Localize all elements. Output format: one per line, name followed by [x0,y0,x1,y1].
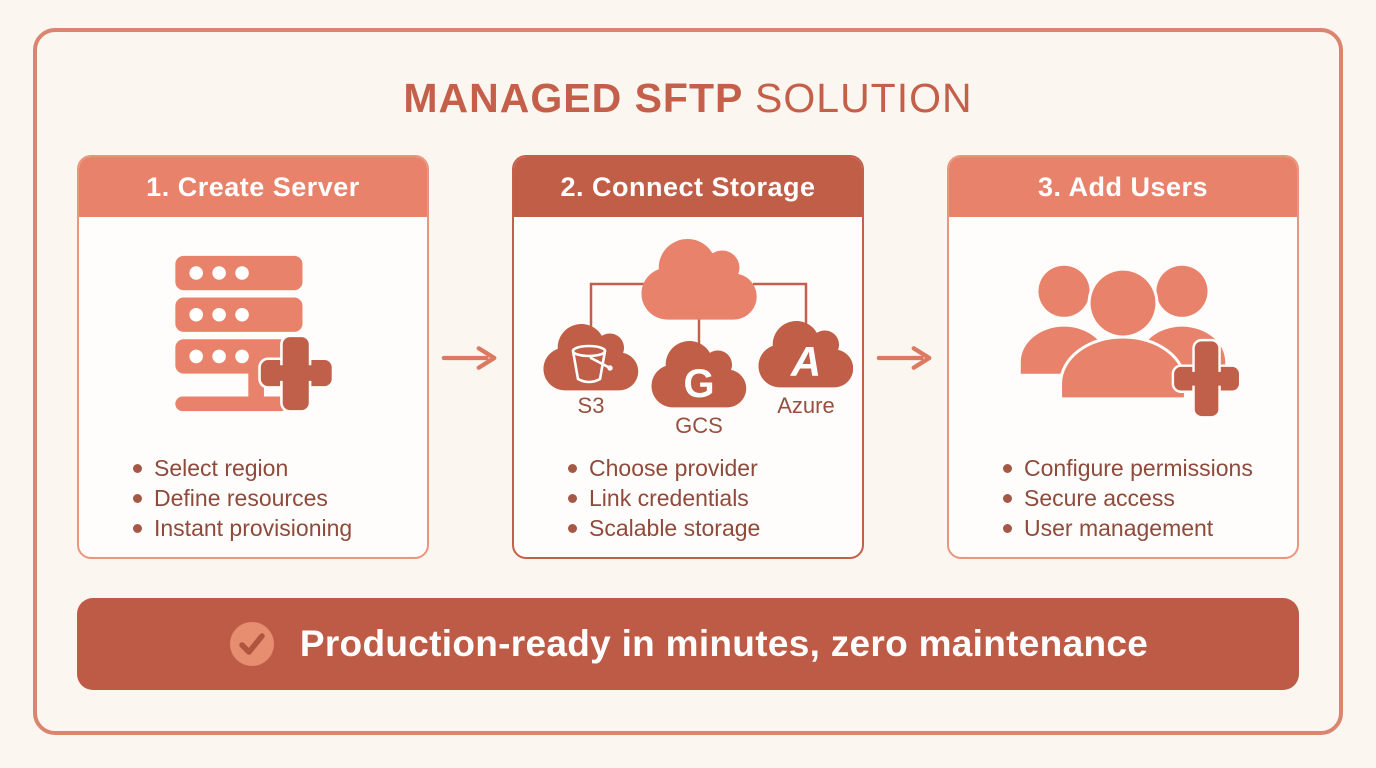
card-body-connect-storage: G A S3 GCS Azure Ch [514,217,862,543]
arrow-step1-to-step2 [429,345,512,371]
arrow-step2-to-step3 [864,345,947,371]
s3-cloud-icon [543,324,639,391]
users-add-icon [949,217,1297,451]
azure-cloud-icon: A [758,321,853,388]
check-circle-icon [229,622,274,666]
bullet-item: Scalable storage [566,513,760,543]
bullet-item: Choose provider [566,453,760,483]
server-add-icon [79,217,427,451]
provider-label-gcs: GCS [675,413,723,438]
gcs-cloud-icon: G [651,341,747,408]
arrow-right-icon [441,346,496,370]
card-bullets-connect-storage: Choose provider Link credentials Scalabl… [514,453,770,543]
bullet-item: User management [1001,513,1253,543]
bullet-item: Secure access [1001,483,1253,513]
card-bullets-add-users: Configure permissions Secure access User… [949,453,1263,543]
storage-cluster: G A S3 GCS Azure [523,229,853,445]
banner-text: Production-ready in minutes, zero mainte… [299,623,1149,664]
provider-label-s3: S3 [577,393,605,418]
bullet-item: Define resources [131,483,352,513]
bullet-item: Instant provisioning [131,513,352,543]
card-create-server: 1. Create Server [77,155,429,559]
arrow-right-icon [876,346,931,370]
main-cloud-icon [641,238,757,320]
infographic-frame: MANAGED SFTP SOLUTION 1. Create Server [33,28,1343,735]
card-body-add-users: Configure permissions Secure access User… [949,217,1297,543]
card-connect-storage: 2. Connect Storage [512,155,864,559]
steps-row: 1. Create Server [37,155,1339,559]
card-add-users: 3. Add Users [947,155,1299,559]
card-header-connect-storage: 2. Connect Storage [514,157,862,217]
card-bullets-create-server: Select region Define resources Instant p… [79,453,362,543]
card-header-create-server: 1. Create Server [79,157,427,217]
gcs-glyph: G [683,362,714,406]
bullet-item: Configure permissions [1001,453,1253,483]
azure-glyph: A [790,338,821,385]
summary-banner: Production-ready in minutes, zero mainte… [77,598,1299,690]
bullet-item: Link credentials [566,483,760,513]
card-body-create-server: Select region Define resources Instant p… [79,217,427,543]
cloud-providers-icon: G A S3 GCS Azure [514,217,862,451]
title-emphasis: MANAGED SFTP [403,75,743,121]
page-title: MANAGED SFTP SOLUTION [37,72,1339,124]
title-rest: SOLUTION [755,75,973,121]
bullet-item: Select region [131,453,352,483]
card-header-add-users: 3. Add Users [949,157,1297,217]
bucket-icon [571,344,613,384]
provider-label-azure: Azure [777,393,835,418]
